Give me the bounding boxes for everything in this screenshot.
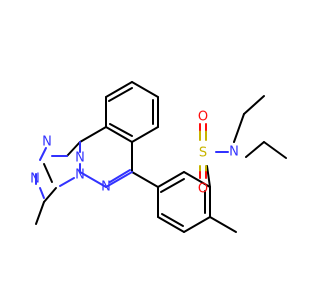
bond [108, 87, 133, 102]
bond [131, 81, 159, 98]
bond [183, 171, 211, 188]
bond [66, 141, 81, 157]
bond [79, 126, 107, 143]
bond [35, 201, 45, 225]
bond [209, 216, 237, 233]
bond [157, 171, 185, 188]
atom-n3: N [75, 151, 85, 166]
bond [105, 126, 133, 143]
bond [43, 187, 57, 203]
bond [183, 216, 211, 233]
bond [109, 169, 131, 183]
bond [243, 95, 265, 115]
bond [157, 216, 185, 233]
bond [59, 177, 75, 187]
bonds-nitrogen [35, 141, 229, 188]
bond [161, 213, 184, 227]
bond [105, 81, 133, 98]
atom-n-sulfonamide: N [229, 145, 239, 160]
atom-o-top: O [198, 110, 208, 125]
bonds-oxygen [199, 123, 207, 179]
bond [131, 171, 159, 188]
bond [43, 163, 53, 183]
bonds-black [35, 81, 287, 233]
atom-o-bottom: O [198, 182, 208, 197]
atom-s: S [199, 146, 207, 161]
atom-n5: N [101, 180, 111, 195]
bond [105, 171, 133, 188]
atom-n1: N [42, 135, 52, 150]
background [0, 0, 300, 300]
bond [206, 165, 211, 188]
bond [79, 171, 107, 188]
bonds-mixed [39, 187, 45, 199]
bond [245, 141, 265, 158]
bond [160, 178, 185, 193]
bond [263, 141, 287, 159]
bond [233, 113, 245, 143]
atom-labels: N N N N N S O O N [30, 110, 239, 197]
atom-n2: N [30, 172, 40, 187]
bond [39, 147, 47, 161]
bond [39, 187, 45, 199]
molecule-diagram: N N N N N S O O N [0, 0, 300, 300]
atom-n4: N [75, 168, 85, 183]
bond [131, 126, 159, 143]
bond [109, 123, 133, 137]
